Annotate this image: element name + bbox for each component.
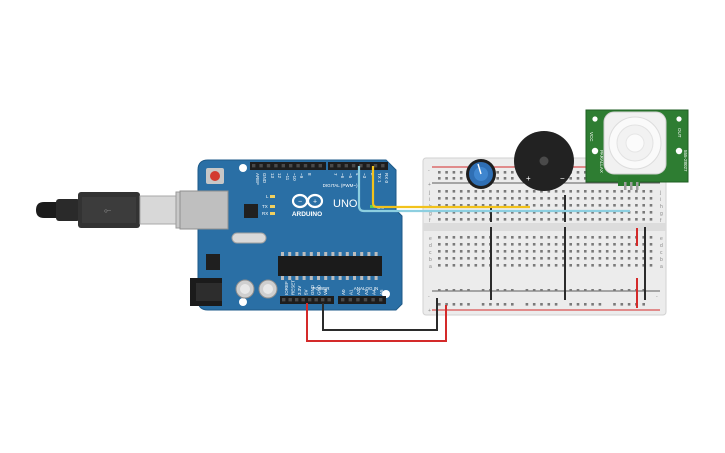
rail-minus-top: - — [428, 168, 430, 174]
power-pin-label: GND — [317, 284, 322, 295]
row-letter: f — [429, 218, 431, 224]
analog-pin-label: A3 — [364, 289, 369, 295]
digital-pin-label: 7 — [333, 173, 338, 176]
digital-pin-label: RX 0 — [384, 173, 389, 184]
analog-pin-label: A4 — [371, 289, 376, 295]
row-letter: i — [429, 197, 430, 203]
pir-part-number: 555-28027 — [683, 150, 688, 172]
power-pin-label: 3.3V — [297, 286, 302, 295]
digital-pin-label: ~10 — [292, 173, 297, 181]
analog-pin-label: A2 — [356, 289, 361, 295]
row-letter: i — [660, 197, 661, 203]
usb-chip — [244, 204, 258, 218]
wire-red — [306, 303, 447, 342]
digital-header-left — [250, 162, 326, 170]
digital-pin-label: 13 — [270, 173, 275, 179]
rail-plus-top: + — [428, 182, 431, 188]
digital-pin-label: 12 — [277, 173, 282, 179]
digital-pin-label: ~6 — [340, 173, 345, 179]
wire-black — [322, 298, 438, 331]
pir-pin-out: OUT — [677, 128, 682, 138]
pir-brand: PARALLAX — [599, 150, 604, 173]
digital-pin-label: TX 1 — [377, 173, 382, 183]
row-letter: b — [660, 257, 663, 263]
rail-plus-bottom: + — [428, 308, 431, 314]
row-letter: f — [660, 218, 662, 224]
digital-pin-label: ~5 — [348, 173, 353, 179]
row-letter: a — [660, 264, 663, 270]
usb-cable: ⟜ — [36, 191, 203, 229]
row-letter: d — [660, 243, 663, 249]
row-letter: c — [429, 250, 432, 256]
crystal — [231, 232, 267, 244]
arduino-logo: − + — [291, 193, 324, 209]
led-rx-label: RX — [262, 211, 268, 216]
svg-text:⟜: ⟜ — [104, 206, 111, 216]
power-pin-label: 5V — [304, 289, 309, 295]
rail-minus-bottom: - — [428, 294, 430, 300]
digital-pin-label: 4 — [355, 173, 360, 176]
analog-header — [338, 296, 386, 304]
buzzer-minus-label: − — [560, 174, 565, 183]
row-letter: c — [660, 250, 663, 256]
digital-pin-label: 8 — [307, 173, 312, 176]
power-pin-label: RESET — [291, 280, 296, 295]
wires — [306, 166, 630, 342]
power-pin-label: GND — [310, 284, 315, 295]
digital-pin-label: ~9 — [299, 173, 304, 179]
row-letter: j — [428, 190, 430, 196]
row-letter: j — [659, 190, 661, 196]
rail-minus-bottom-r: - — [656, 294, 658, 300]
buzzer-plus-label: + — [526, 174, 531, 183]
row-letter: e — [429, 236, 432, 242]
usb-port — [179, 190, 229, 230]
row-letter: b — [429, 257, 432, 263]
wire-yellow — [371, 166, 530, 209]
atmega-chip — [278, 256, 382, 276]
arduino-model: UNO — [333, 198, 358, 210]
pir-sensor: VCC PARALLAX OUT 555-28027 — [585, 109, 689, 190]
led-l-label: L — [266, 194, 269, 199]
led-tx-label: TX — [262, 204, 268, 209]
arduino-brand: ARDUINO — [292, 211, 322, 218]
row-letter: d — [429, 243, 432, 249]
analog-pin-label: A5 — [379, 289, 384, 295]
wire-cyan — [357, 166, 630, 213]
breadboard-jumpers — [490, 195, 646, 308]
digital-pin-label: AREF — [255, 173, 260, 185]
row-letter: g — [429, 211, 432, 217]
analog-pin-label: A0 — [341, 289, 346, 295]
power-pin-label: IOREF — [284, 281, 289, 295]
potentiometer[interactable] — [466, 159, 496, 189]
analog-pin-label: A1 — [349, 289, 354, 295]
digital-pin-label: GND — [262, 173, 267, 184]
row-letter: e — [660, 236, 663, 242]
power-header — [280, 296, 334, 304]
digital-pin-label: ~11 — [285, 173, 290, 181]
digital-header-label: DIGITAL (PWM~) — [323, 183, 358, 188]
power-pin-label: Vin — [323, 288, 328, 295]
row-letter: a — [429, 264, 432, 270]
row-letter: h — [660, 204, 663, 210]
analog-header-label: ANALOG IN — [354, 286, 379, 291]
svg-text:+: + — [313, 199, 317, 206]
svg-text:−: − — [298, 199, 302, 206]
piezo-buzzer: + − — [514, 131, 574, 191]
row-letter: g — [660, 211, 663, 217]
digital-pin-label: ~3 — [362, 173, 367, 179]
power-header-label: POWER — [312, 286, 330, 291]
pir-pin-vcc: VCC — [589, 132, 594, 142]
